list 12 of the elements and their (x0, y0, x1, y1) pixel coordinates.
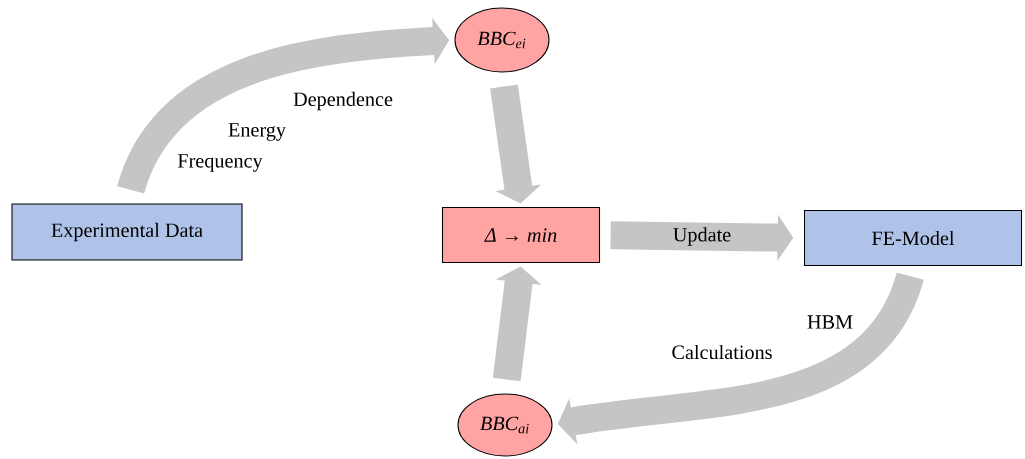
edge-label: Update (673, 227, 731, 246)
arrow-label: Frequency (177, 154, 263, 172)
ellipse-node: BBC$_{ei}$ (454, 7, 550, 73)
arrow-label: HBM (807, 315, 853, 329)
arrow (490, 84, 542, 204)
ellipse-node: BBC$_{ai}$ (457, 393, 553, 457)
arrow-label: Energy (228, 123, 286, 141)
process-box: Experimental Data (11, 203, 243, 261)
arrow-label: Dependence (293, 91, 393, 111)
process-box: FE-Model (804, 209, 1023, 267)
arrow-label: Calculations (672, 344, 772, 360)
process-box: Δ → min (442, 206, 601, 264)
